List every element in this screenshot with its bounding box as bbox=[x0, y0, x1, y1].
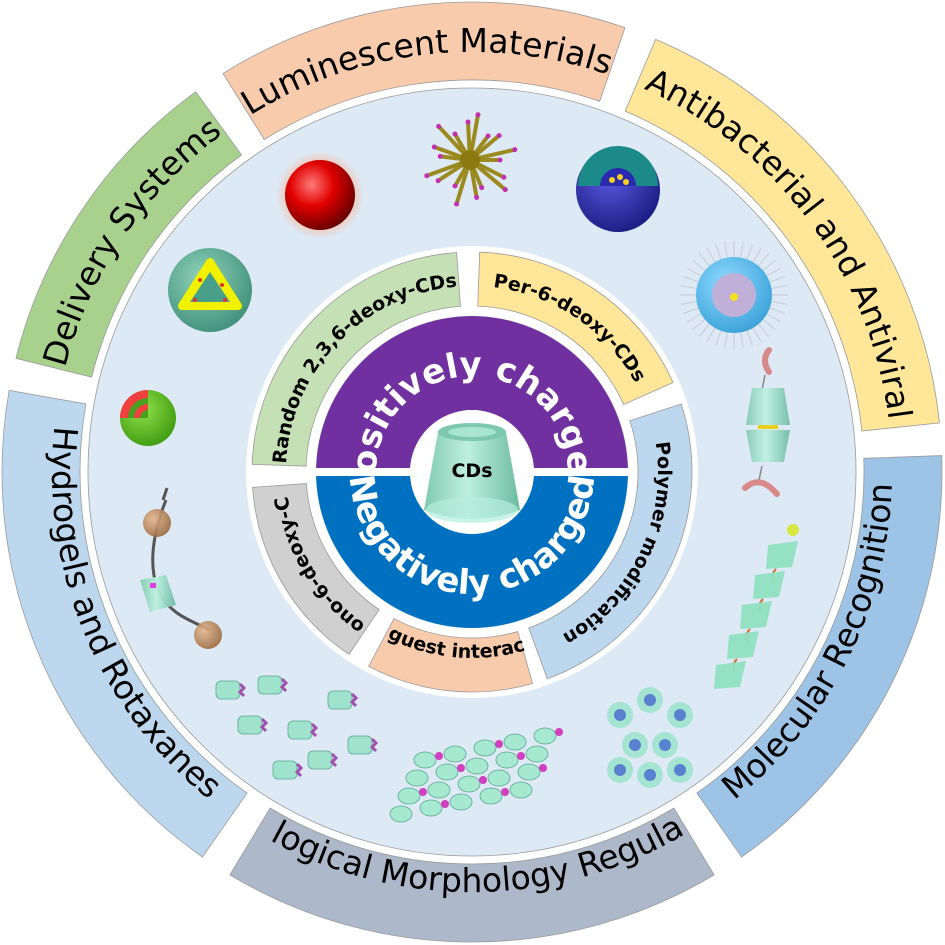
cd-cup-icon: CDs bbox=[424, 423, 520, 523]
core-positive bbox=[316, 316, 628, 472]
micelle-icon bbox=[680, 241, 788, 349]
star-polymer-icon bbox=[424, 112, 518, 207]
core-shell-icon bbox=[168, 248, 252, 332]
outer-segment-antibacterial bbox=[624, 38, 940, 432]
helix-network-icon bbox=[215, 675, 379, 780]
cubic-network-icon bbox=[607, 687, 693, 788]
middle-segment-hostguest bbox=[368, 618, 534, 693]
middle-segment-random bbox=[251, 252, 461, 467]
rotaxane-icon bbox=[140, 487, 222, 649]
center-label: CDs bbox=[451, 460, 492, 482]
outer-segment-topological bbox=[229, 807, 715, 943]
cd-chain-icon bbox=[714, 524, 799, 689]
middle-segment-mono6 bbox=[252, 483, 380, 655]
grid-network-icon bbox=[389, 727, 563, 823]
red-sphere-icon bbox=[276, 151, 364, 239]
outer-segment-hydrogels bbox=[1, 389, 248, 858]
outer-segment-luminescent bbox=[222, 1, 626, 141]
middle-ring bbox=[251, 251, 693, 693]
outer-segment-molecular bbox=[696, 455, 943, 858]
outer-segment-delivery bbox=[15, 91, 243, 378]
vesicle-icon bbox=[576, 146, 660, 232]
middle-segment-per6 bbox=[477, 251, 674, 406]
layered-sphere-icon bbox=[120, 390, 176, 446]
core-negative bbox=[316, 472, 628, 628]
illustrations bbox=[120, 112, 799, 823]
middle-segment-polymer bbox=[528, 403, 693, 680]
pseudorotaxane-icon bbox=[742, 347, 790, 497]
